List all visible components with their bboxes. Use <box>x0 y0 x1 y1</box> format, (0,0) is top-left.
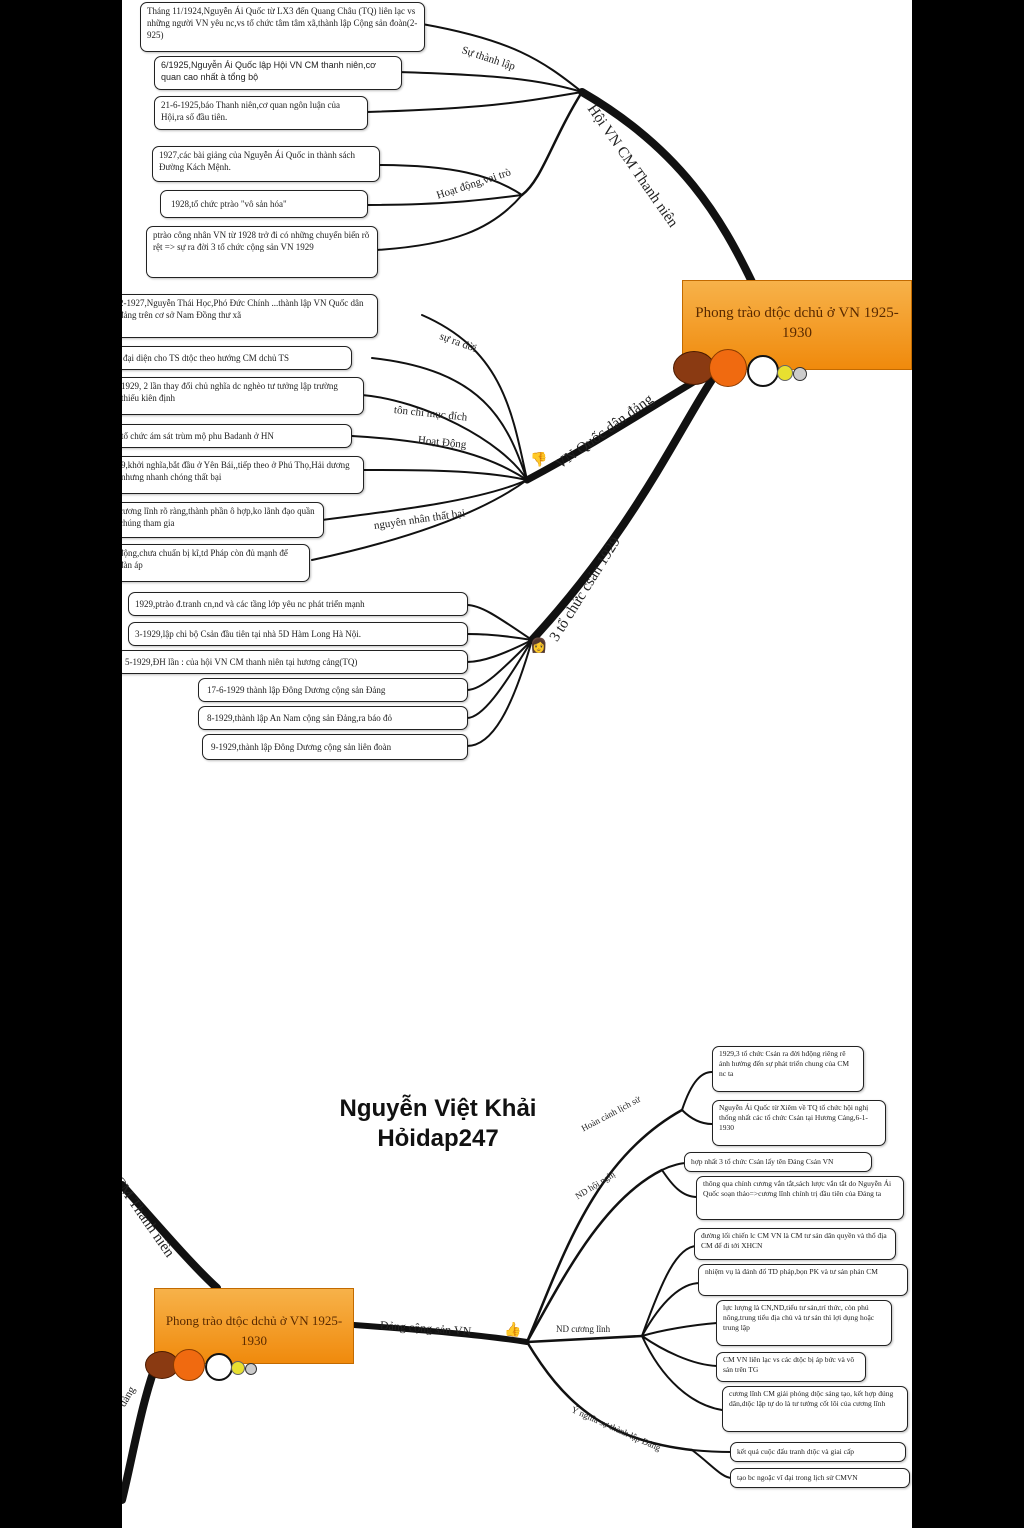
central-topic-label: Phong trào dtộc dchủ ở VN 1925-1930 <box>165 1313 343 1348</box>
box-dai-dien-ts[interactable]: đại diện cho TS dtộc theo hướng CM dchủ … <box>122 346 352 370</box>
box-thang-11-1924[interactable]: Tháng 11/1924,Nguyễn Ái Quốc từ LX3 đến … <box>140 2 425 52</box>
box-b-cuong-linh-cm[interactable]: cương lĩnh CM giải phóng dtộc sáng tạo, … <box>722 1386 908 1432</box>
box-chua-chuan-bi[interactable]: động,chưa chuẩn bị kĩ,td Pháp còn đủ mạn… <box>122 544 310 582</box>
box-17-6-1929[interactable]: 17-6-1929 thành lập Đông Dương cộng sản … <box>198 678 468 702</box>
box-khoi-nghia[interactable]: 9,khởi nghĩa,bắt đầu ở Yên Bái,,tiếp the… <box>122 456 364 494</box>
box-b-ket-qua[interactable]: kết quả cuộc đấu tranh dtộc và giai cấp <box>730 1442 906 1462</box>
box-2-1927[interactable]: 2-1927,Nguyễn Thái Học,Phó Đức Chính ...… <box>122 294 378 338</box>
box-b-duong-loi[interactable]: đường lối chiến lc CM VN là CM tư sản dâ… <box>694 1228 896 1260</box>
box-b-cm-vn-lien-lac[interactable]: CM VN liên lạc vs các dtộc bị áp bức và … <box>716 1352 866 1382</box>
box-b-naq-xiem[interactable]: Nguyễn Ái Quốc từ Xiêm về TQ tổ chức hội… <box>712 1100 886 1146</box>
box-cuong-linh[interactable]: cương lĩnh rõ ràng,thành phần ô hợp,ko l… <box>122 502 324 538</box>
box-1927[interactable]: 1927,các bài giảng của Nguyễn Ái Quốc in… <box>152 146 380 182</box>
box-b-thong-qua[interactable]: thông qua chính cương vắn tắt,sách lược … <box>696 1176 904 1220</box>
box-1928[interactable]: 1928,tổ chức ptrào "vô sản hóa" <box>160 190 368 218</box>
author-watermark: Nguyễn Việt Khải Hỏidap247 <box>318 1094 558 1154</box>
author-name: Nguyễn Việt Khải <box>339 1095 537 1122</box>
mindmap-canvas: Phong trào dtộc dchủ ở VN 1925-1930 Hội … <box>122 0 912 1528</box>
box-3-1929[interactable]: 3-1929,lập chi bộ Csản đầu tiên tại nhà … <box>128 622 468 646</box>
box-1929-2-lan[interactable]: 1929, 2 lần thay đổi chủ nghĩa dc nghèo … <box>122 377 364 415</box>
box-8-1929[interactable]: 8-1929,thành lập An Nam cộng sản Đảng,ra… <box>198 706 468 730</box>
box-b-luc-luong[interactable]: lực lượng là CN,ND,tiểu tư sản,trí thức,… <box>716 1300 892 1346</box>
box-b-nhiem-vu[interactable]: nhiệm vụ là đánh đổ TD pháp,bọn PK và tư… <box>698 1264 908 1296</box>
box-b-tao-buoc-ngoat[interactable]: tạo bc ngoặc vĩ đại trong lịch sử CMVN <box>730 1468 910 1488</box>
person-icon: 👩 <box>530 639 548 654</box>
central-topic-top[interactable]: Phong trào dtộc dchủ ở VN 1925-1930 <box>673 280 912 387</box>
box-5-1929[interactable]: 5-1929,ĐH lần : của hội VN CM thanh niên… <box>122 650 468 674</box>
box-b-1929[interactable]: 1929,3 tổ chức Csản ra đời hđộng riêng r… <box>712 1046 864 1092</box>
box-ptrao-cong-nhan[interactable]: ptrào công nhân VN từ 1928 trở đi có nhữ… <box>146 226 378 278</box>
box-21-6-1925[interactable]: 21-6-1925,báo Thanh niên,cơ quan ngôn lu… <box>154 96 368 130</box>
central-topic-bottom[interactable]: Phong trào dtộc dchủ ở VN 1925-1930 <box>145 1288 354 1381</box>
box-9-1929[interactable]: 9-1929,thành lập Đông Dương cộng sản liê… <box>202 734 468 760</box>
box-1929-ptrao[interactable]: 1929,ptrào đ.tranh cn,nd và các tầng lớp… <box>128 592 468 616</box>
connector-lines <box>122 23 756 1504</box>
sub-nd-cuong-linh[interactable]: ND cương lĩnh <box>556 1324 611 1334</box>
box-6-1925[interactable]: 6/1925,Nguyễn Ái Quốc lập Hội VN CM than… <box>154 56 402 90</box>
central-topic-label: Phong trào dtộc dchủ ở VN 1925-1930 <box>695 305 899 341</box>
site-name: Hỏidap247 <box>377 1125 499 1152</box>
thumbs-down-icon: 👎 <box>530 453 548 468</box>
box-b-hop-nhat[interactable]: hợp nhất 3 tổ chức Csản lấy tên Đảng Csả… <box>684 1152 872 1172</box>
thumbs-up-icon: 👍 <box>504 1323 522 1338</box>
box-am-sat[interactable]: tổ chức ám sát trùm mộ phu Badanh ở HN <box>122 424 352 448</box>
